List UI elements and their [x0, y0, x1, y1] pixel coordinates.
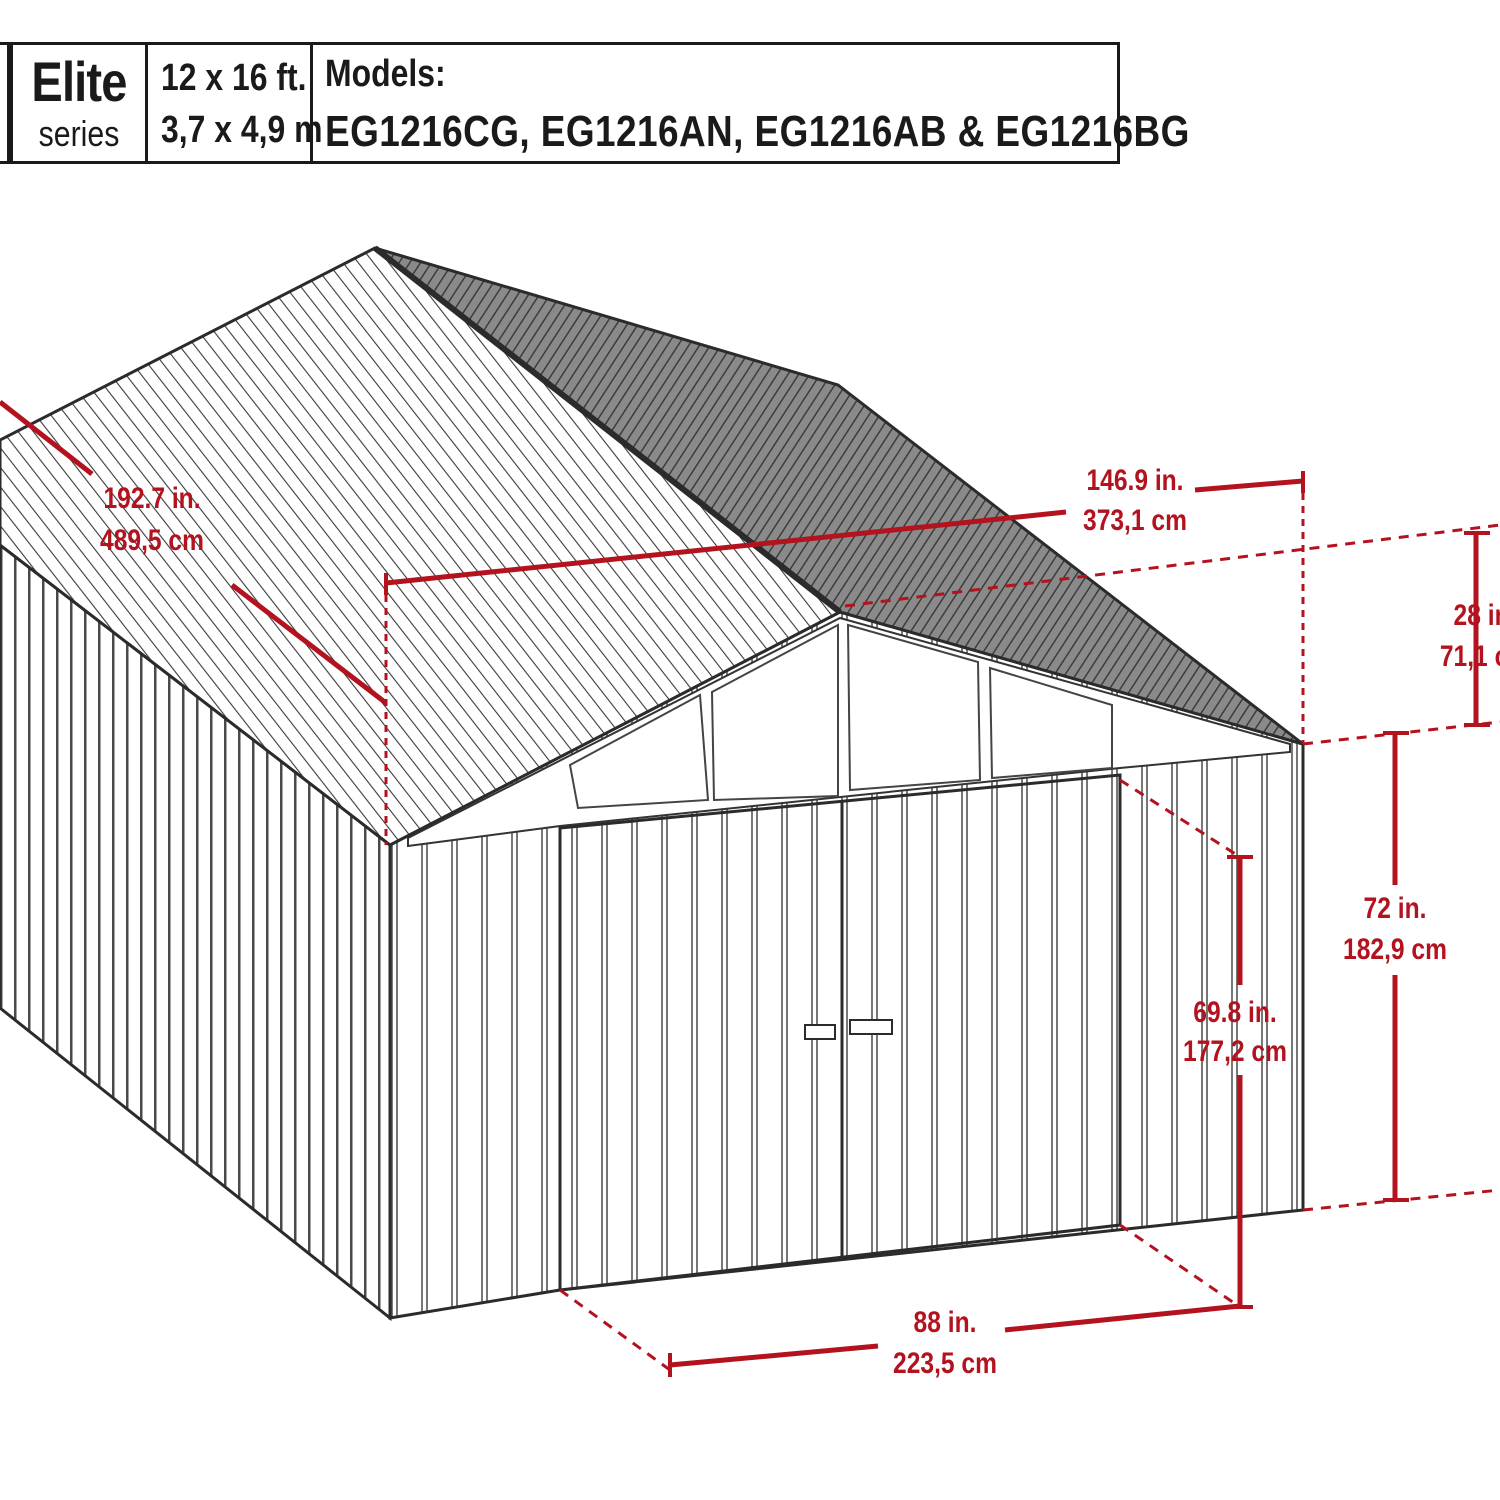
series-label: series	[38, 113, 120, 154]
door-bottom-extension	[1119, 1223, 1241, 1309]
header-edge-cell	[0, 45, 10, 161]
wall-height-metric: 182,9 cm	[1343, 932, 1447, 966]
series-name: Elite	[31, 50, 127, 113]
dimension-lines	[0, 400, 1500, 1377]
gable-height-imperial: 28 in.	[1454, 598, 1500, 632]
roof-length-imperial: 192.7 in.	[103, 481, 200, 515]
spec-header-table: Elite series 12 x 16 ft. 3,7 x 4,9 m Mod…	[0, 42, 1189, 164]
wall-height-imperial: 72 in.	[1364, 891, 1427, 925]
roof-left-slope	[0, 246, 843, 847]
roof-length-line-upper	[0, 400, 94, 476]
door-width-line-right	[1004, 1303, 1241, 1333]
width-line-left	[385, 509, 1067, 586]
models-cell: Models: EG1216CG, EG1216AN, EG1216AB & E…	[313, 45, 1189, 161]
door-left-extension	[559, 1288, 671, 1372]
door-width-imperial: 88 in.	[914, 1305, 977, 1339]
door-handle-right[interactable]	[849, 1019, 893, 1035]
shed-door[interactable]	[558, 773, 1122, 1292]
size-imperial: 12 x 16 ft.	[160, 57, 307, 99]
roof-length-line-lower	[230, 583, 388, 705]
series-cell: Elite series	[10, 45, 148, 161]
width-imperial: 146.9 in.	[1086, 463, 1183, 497]
width-metric: 373,1 cm	[1083, 503, 1187, 537]
door-width-line-left	[669, 1343, 879, 1368]
models-label: Models:	[325, 53, 446, 95]
gable-top-extension	[844, 523, 1500, 608]
ground-extension	[1302, 1188, 1500, 1212]
size-cell: 12 x 16 ft. 3,7 x 4,9 m	[148, 45, 323, 161]
shed-illustration	[0, 245, 1305, 1322]
gable-height-metric: 71,1 cm	[1440, 639, 1500, 673]
door-top-extension	[1119, 778, 1241, 859]
door-width-metric: 223,5 cm	[893, 1346, 997, 1380]
door-height-imperial: 69.8 in.	[1193, 995, 1276, 1029]
door-handle-left[interactable]	[804, 1024, 836, 1040]
gable-windows	[568, 623, 1113, 810]
size-metric: 3,7 x 4,9 m	[160, 109, 323, 151]
width-line-right	[1194, 478, 1304, 493]
roof-ridge	[373, 245, 842, 615]
roof-length-metric: 489,5 cm	[100, 523, 204, 557]
dimension-labels: 192.7 in. 489,5 cm 146.9 in. 373,1 cm 28…	[100, 463, 1500, 1380]
door-height-metric: 177,2 cm	[1183, 1034, 1287, 1068]
